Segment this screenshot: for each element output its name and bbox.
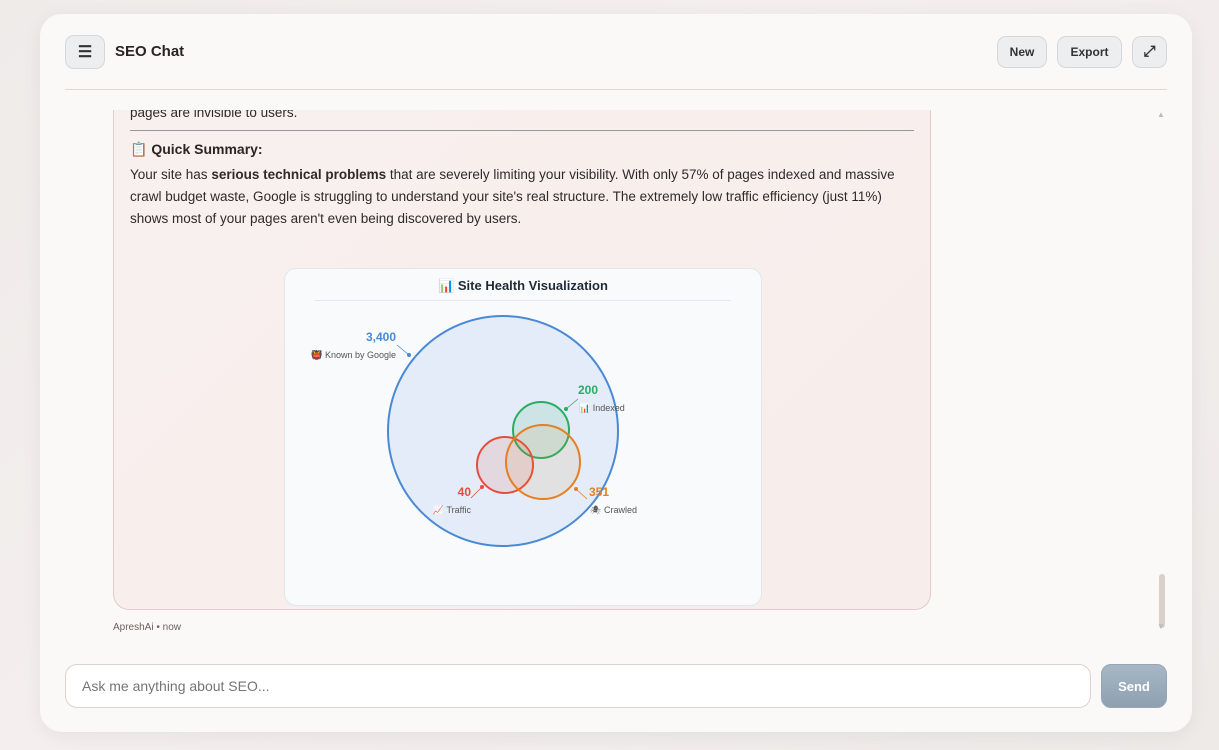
circle-indexed: [512, 401, 570, 459]
assistant-message: pages are invisible to users. 📋 Quick Su…: [113, 110, 931, 610]
summary-bold: serious technical problems: [211, 167, 387, 182]
export-button[interactable]: Export: [1057, 35, 1122, 68]
summary-text: Your site has serious technical problems…: [130, 164, 914, 230]
scrollbar-thumb[interactable]: [1159, 574, 1165, 628]
summary-heading: 📋 Quick Summary:: [130, 141, 914, 158]
header: ☰ SEO Chat New Export ⤢: [65, 14, 1167, 90]
scroll-down-arrow[interactable]: ▼: [1157, 622, 1165, 631]
scroll-up-arrow[interactable]: ▲: [1157, 110, 1165, 119]
known-value: 3,400: [366, 330, 396, 344]
traffic-value: 40: [458, 485, 472, 499]
circle-traffic: [476, 436, 534, 494]
summary-post: that are severely limiting your visibili…: [130, 167, 895, 226]
traffic-label: 📈 Traffic: [433, 504, 472, 515]
known-label: 👹 Known by Google: [311, 349, 396, 360]
summary-title: Quick Summary:: [151, 141, 263, 157]
summary-pre: Your site has: [130, 167, 212, 182]
divider: [130, 130, 914, 131]
message-meta: ApreshAi • now: [113, 622, 181, 633]
indexed-label: 📊 Indexed: [579, 402, 625, 413]
message-list[interactable]: pages are invisible to users. 📋 Quick Su…: [113, 110, 933, 640]
crawled-value: 351: [589, 485, 609, 499]
venn-diagram: 3,400 👹 Known by Google 200 📊 Indexed 40…: [311, 315, 637, 547]
visualization-title: 📊 Site Health Visualization: [315, 269, 731, 301]
crawled-label: 🕷 Crawled: [590, 505, 637, 515]
send-button[interactable]: Send: [1101, 664, 1167, 708]
chat-input[interactable]: [65, 664, 1091, 708]
app-title: SEO Chat: [115, 43, 185, 60]
menu-icon: ☰: [77, 43, 93, 61]
indexed-value: 200: [578, 383, 598, 397]
expand-button[interactable]: ⤢: [1132, 35, 1167, 68]
circle-crawled: [505, 424, 581, 500]
circle-known: [387, 315, 619, 547]
new-button[interactable]: New: [997, 35, 1047, 68]
menu-button[interactable]: ☰: [65, 34, 105, 69]
clipboard-icon: 📋: [130, 141, 148, 157]
previous-text: pages are invisible to users.: [130, 110, 298, 120]
chat-window: ☰ SEO Chat New Export ⤢ pages are invisi…: [40, 14, 1192, 732]
expand-icon: ⤢: [1143, 43, 1156, 60]
visualization-card: 📊 Site Health Visualization 3,400 👹 Know…: [284, 268, 762, 606]
